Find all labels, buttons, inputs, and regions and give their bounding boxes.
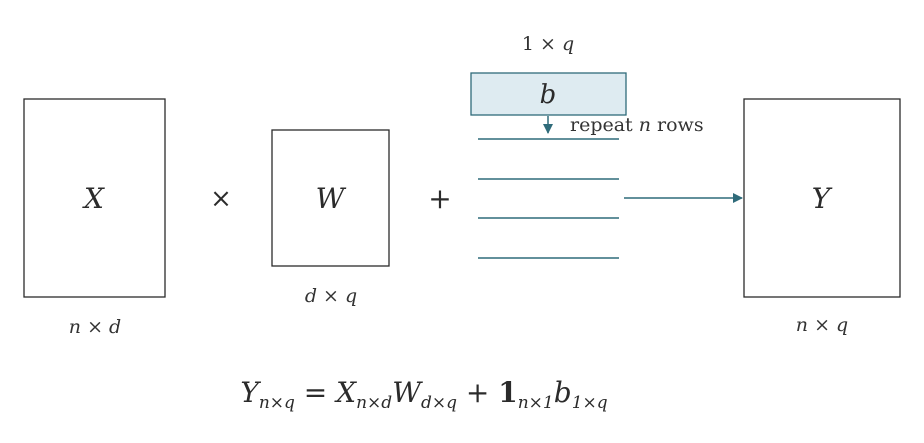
matrix-y-box	[743, 98, 901, 298]
matrix-w-dims: d × q	[305, 285, 357, 307]
bias-dims: 1 × q	[522, 33, 574, 55]
times-operator: ×	[210, 184, 232, 214]
repeat-label: repeat n rows	[570, 114, 704, 136]
bias-vector-box	[470, 72, 627, 116]
plus-operator: +	[428, 182, 451, 215]
matrix-x-dims: n × d	[69, 316, 121, 338]
matrix-x-symbol: X	[82, 182, 105, 215]
bias-symbol: b	[540, 80, 557, 110]
matrix-w-symbol: W	[316, 182, 347, 215]
matrix-y-dims: n × q	[796, 314, 848, 336]
equation: Yn×q = Xn×dWd×q + 1n×1b1×q	[240, 376, 607, 413]
matrix-x-box	[23, 98, 166, 298]
matrix-y-symbol: Y	[812, 182, 833, 215]
matrix-w-box	[271, 129, 390, 267]
